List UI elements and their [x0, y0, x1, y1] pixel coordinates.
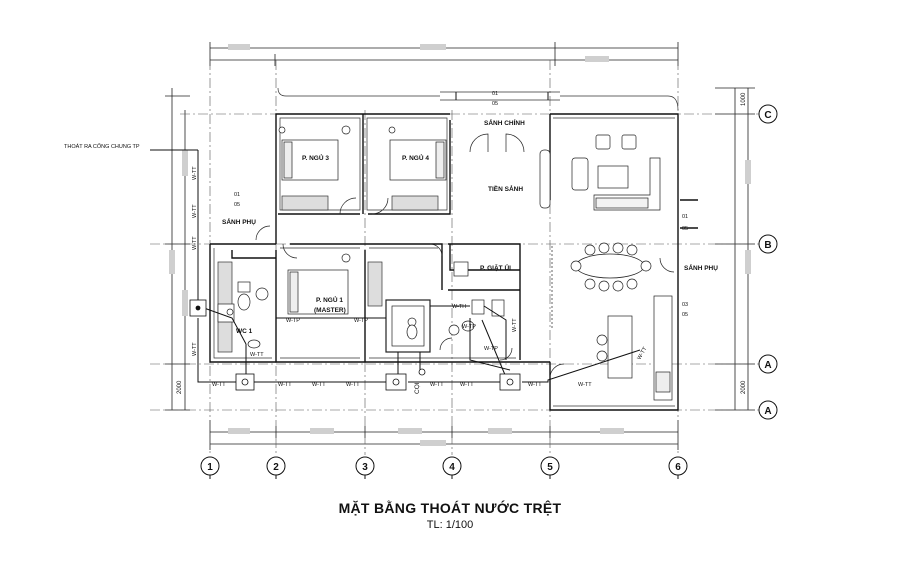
svg-text:05: 05	[492, 101, 498, 107]
right-dimension-lines	[715, 87, 755, 411]
svg-text:05: 05	[682, 226, 688, 232]
svg-text:01: 01	[234, 192, 240, 198]
svg-text:W-TT: W-TT	[512, 318, 518, 332]
grid-row-a: A	[764, 360, 771, 371]
sanitary-fixtures	[217, 261, 505, 353]
grid-row-c: C	[764, 110, 771, 121]
left-dimension-lines	[165, 88, 190, 411]
grid-col-2: 2	[273, 462, 279, 473]
room-side-lobby-left: SẢNH PHỤ	[222, 217, 256, 226]
svg-text:01: 01	[492, 91, 498, 97]
svg-text:05: 05	[682, 312, 688, 318]
grid-row-labels: C B A A	[764, 110, 771, 417]
bottom-dimension-lines	[209, 420, 679, 450]
room-lobby-main: SẢNH CHÍNH	[484, 118, 525, 127]
dimension-values: 2000 1000 2000	[177, 92, 747, 394]
svg-text:05: 05	[234, 202, 240, 208]
drawing-title-wrap: MẶT BẰNG THOÁT NƯỚC TRỆT	[0, 500, 900, 516]
room-master: P. NGỦ 1	[316, 295, 343, 304]
svg-text:W-TT: W-TT	[578, 382, 592, 388]
bed-fixtures	[217, 125, 447, 353]
svg-text:W-TT: W-TT	[637, 346, 649, 361]
svg-text:W-TH: W-TH	[452, 304, 466, 310]
room-foyer: TIỀN SẢNH	[488, 183, 523, 193]
svg-text:W-TT: W-TT	[312, 382, 326, 388]
grid-column-labels: 1 2 3 4 5 6	[207, 462, 681, 473]
drawing-scale: TL: 1/100	[426, 519, 474, 531]
svg-text:03: 03	[682, 302, 688, 308]
svg-text:W-TT: W-TT	[346, 382, 360, 388]
svg-text:W-TT: W-TT	[192, 236, 198, 250]
grid-col-6: 6	[675, 462, 681, 473]
svg-text:2000: 2000	[177, 380, 183, 394]
small-tags: 01 05 01 05 01 05 03 05 THOÁT RA CỐNG CH…	[64, 91, 688, 318]
drawing-title: MẶT BẰNG THOÁT NƯỚC TRỆT	[338, 500, 562, 516]
svg-text:W-TT: W-TT	[250, 352, 264, 358]
grid-col-4: 4	[449, 462, 455, 473]
svg-text:W-TP: W-TP	[462, 324, 476, 330]
room-laundry: P. GIẶT ỦI	[480, 263, 511, 272]
svg-text:2000: 2000	[741, 380, 747, 394]
grid-col-1: 1	[207, 462, 213, 473]
coi-label: CỌI	[414, 382, 421, 394]
room-labels: P. NGỦ 3 P. NGỦ 4 SẢNH CHÍNH TIỀN SẢNH S…	[222, 118, 718, 335]
top-dimension-lines	[209, 42, 679, 66]
svg-text:W-TP: W-TP	[484, 346, 498, 352]
room-master-sub: (MASTER)	[314, 307, 346, 314]
svg-text:W-TP: W-TP	[286, 318, 300, 324]
outlet-note: THOÁT RA CỐNG CHUNG TP	[64, 143, 140, 150]
svg-text:01: 01	[682, 214, 688, 220]
inner-walls	[213, 87, 679, 407]
pipe-labels: W-TT W-TT W-TT W-TT W-TT W-TT W-TT W-TT …	[212, 304, 592, 388]
svg-text:W-TT: W-TT	[528, 382, 542, 388]
svg-text:1000: 1000	[741, 92, 747, 106]
grid-col-3: 3	[362, 462, 368, 473]
grid-col-5: 5	[547, 462, 553, 473]
svg-text:W-TP: W-TP	[354, 318, 368, 324]
walls	[209, 113, 698, 411]
svg-text:W-TT: W-TT	[278, 382, 292, 388]
grid-column-bubbles	[200, 456, 688, 479]
svg-text:W-TT: W-TT	[192, 166, 198, 180]
svg-text:W-TT: W-TT	[212, 382, 226, 388]
pipe-junctions	[189, 299, 521, 391]
doors	[255, 133, 675, 379]
room-side-lobby-right: SẢNH PHỤ	[684, 263, 718, 272]
grid-row-b: B	[764, 240, 771, 251]
room-bed4: P. NGỦ 4	[402, 153, 429, 162]
grid-row-a2: A	[764, 406, 771, 417]
svg-text:W-TT: W-TT	[460, 382, 474, 388]
room-wc: WC 1	[236, 328, 253, 335]
living-furniture	[539, 134, 673, 401]
drainage-pipes	[150, 92, 641, 383]
svg-text:W-TT: W-TT	[192, 342, 198, 356]
svg-text:W-TT: W-TT	[430, 382, 444, 388]
drawing-scale-wrap: TL: 1/100	[0, 519, 900, 531]
room-bed3: P. NGỦ 3	[302, 153, 329, 162]
svg-text:W-TT: W-TT	[192, 204, 198, 218]
grid-row-bubbles	[758, 104, 778, 420]
